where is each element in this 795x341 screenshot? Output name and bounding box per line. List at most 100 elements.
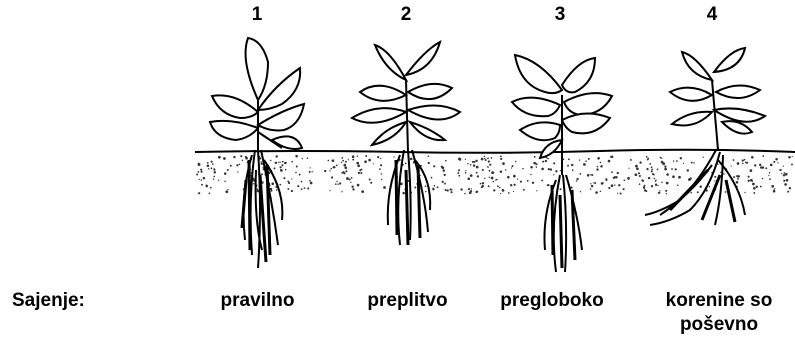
- soil-dot: [377, 156, 379, 158]
- soil-dot: [295, 172, 297, 174]
- soil-dot: [464, 193, 465, 194]
- soil-dot: [352, 159, 354, 161]
- soil-dot: [677, 184, 679, 186]
- soil-dot: [489, 164, 491, 166]
- soil-dot: [541, 168, 544, 171]
- label-korenine-posevno: korenine so poševno: [648, 289, 790, 337]
- soil-dot: [753, 187, 756, 190]
- soil-dot: [329, 170, 330, 171]
- soil-dot: [571, 164, 573, 166]
- soil-dot: [676, 160, 678, 162]
- soil-dot: [284, 162, 286, 164]
- soil-dot: [493, 189, 495, 191]
- soil-dot: [351, 186, 353, 188]
- soil-dot: [291, 161, 293, 163]
- soil-surface-line: [195, 150, 795, 153]
- soil-dot: [484, 156, 485, 157]
- soil-dot: [613, 177, 615, 179]
- soil-dot: [301, 188, 303, 190]
- soil-dot: [488, 185, 490, 187]
- soil-dot: [368, 159, 371, 162]
- soil-dot: [664, 165, 666, 167]
- soil-dot: [579, 159, 580, 160]
- soil-dot: [579, 173, 581, 175]
- soil-dot: [473, 161, 475, 163]
- soil-dot: [414, 187, 416, 189]
- soil-dot: [432, 188, 434, 190]
- soil-dot: [635, 173, 638, 176]
- soil-dot: [482, 169, 484, 171]
- soil-dot: [280, 169, 283, 172]
- soil-dot: [332, 167, 334, 169]
- soil-dot: [787, 180, 788, 181]
- soil-dot: [276, 155, 278, 157]
- soil-dot: [230, 165, 232, 167]
- soil-dot: [489, 177, 490, 178]
- soil-dot: [651, 166, 653, 168]
- soil-dot: [785, 173, 788, 176]
- soil-dot: [212, 163, 214, 165]
- soil-dot: [491, 157, 493, 159]
- soil-dot: [547, 158, 549, 160]
- soil-dot: [341, 162, 342, 163]
- soil-dot: [515, 161, 517, 163]
- soil-dot: [784, 183, 787, 186]
- soil-dot: [755, 186, 757, 188]
- soil-dot: [596, 168, 598, 170]
- soil-dot: [593, 182, 594, 183]
- soil-dot: [779, 169, 781, 171]
- soil-dot: [357, 184, 360, 187]
- soil-dot: [381, 173, 383, 175]
- soil-dot: [753, 192, 755, 194]
- soil-dot: [239, 164, 240, 165]
- soil-dot: [630, 159, 632, 161]
- soil-dot: [683, 163, 684, 164]
- soil-dot: [295, 155, 298, 158]
- soil-dot: [431, 177, 433, 179]
- soil-dot: [590, 183, 591, 184]
- soil-dot: [750, 169, 753, 172]
- soil-dot: [380, 164, 382, 166]
- soil-dot: [611, 171, 613, 173]
- soil-dot: [666, 173, 669, 176]
- soil-dot: [437, 186, 439, 188]
- soil-dot: [534, 156, 536, 158]
- soil-dot: [482, 182, 484, 184]
- soil-dot: [661, 161, 664, 164]
- soil-dot: [517, 179, 518, 180]
- soil-dot: [309, 171, 311, 173]
- soil-dot: [588, 158, 590, 160]
- soil-dot: [225, 190, 228, 193]
- soil-dot: [357, 164, 360, 167]
- soil-dot: [605, 179, 607, 181]
- soil-dot: [636, 167, 639, 170]
- plant-slanted-roots-icon: [645, 48, 765, 225]
- soil-dot: [357, 155, 358, 156]
- soil-dot: [468, 188, 470, 190]
- soil-dot: [600, 191, 602, 193]
- soil-dot: [759, 164, 761, 166]
- soil-dot: [211, 167, 213, 169]
- soil-dot: [287, 181, 289, 183]
- soil-dot: [548, 168, 550, 170]
- soil-dot: [213, 169, 215, 171]
- label-pravilno: pravilno: [195, 289, 320, 313]
- soil-dot: [608, 160, 611, 163]
- soil-dot: [349, 179, 350, 180]
- soil-dot: [497, 185, 499, 187]
- soil-dot: [770, 164, 773, 167]
- soil-dot: [471, 188, 472, 189]
- soil-dot: [351, 177, 353, 179]
- soil-dot: [638, 172, 640, 174]
- soil-dot: [458, 175, 460, 177]
- soil-dot: [359, 169, 361, 171]
- soil-dot: [744, 159, 746, 161]
- soil-dot: [661, 158, 662, 159]
- plant-normal-icon: [210, 38, 304, 268]
- soil-dot: [510, 184, 512, 186]
- soil-dot: [655, 181, 656, 182]
- soil-dot: [208, 168, 209, 169]
- soil-dot: [725, 191, 727, 193]
- soil-dot: [261, 173, 263, 175]
- soil-dot: [627, 177, 630, 180]
